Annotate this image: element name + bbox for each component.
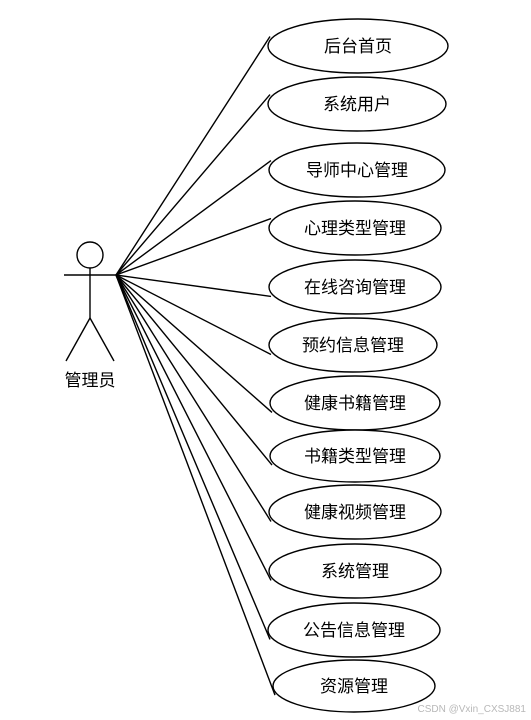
association-line	[115, 274, 271, 640]
association-line	[115, 274, 272, 522]
use-case-label: 健康书籍管理	[304, 394, 406, 414]
use-case-label: 系统管理	[321, 562, 389, 582]
use-case-ellipse	[268, 259, 442, 315]
use-case-ellipse	[268, 484, 442, 540]
actor-admin: 管理员	[64, 241, 116, 391]
association-lines	[115, 36, 276, 696]
use-cases: 后台首页系统用户导师中心管理心理类型管理在线咨询管理预约信息管理健康书籍管理书籍…	[267, 18, 449, 713]
use-case: 后台首页	[267, 18, 449, 74]
use-case: 系统管理	[268, 543, 442, 599]
use-case-ellipse	[268, 317, 438, 373]
actor-left-leg	[65, 317, 91, 362]
use-case: 健康书籍管理	[269, 375, 441, 431]
use-case: 健康视频管理	[268, 484, 442, 540]
use-case-label: 系统用户	[323, 95, 391, 115]
use-case: 预约信息管理	[268, 317, 438, 373]
use-case: 书籍类型管理	[269, 429, 441, 483]
use-case-label: 心理类型管理	[304, 219, 406, 239]
use-case-label: 在线咨询管理	[304, 278, 406, 298]
use-case-ellipse	[267, 18, 449, 74]
use-case-ellipse	[268, 543, 442, 599]
association-line	[115, 274, 276, 696]
actor-head	[76, 241, 104, 269]
use-case: 导师中心管理	[268, 142, 446, 198]
use-case-label: 导师中心管理	[306, 161, 408, 181]
association-line	[115, 274, 272, 581]
association-line	[115, 36, 271, 276]
use-case-label: 资源管理	[320, 677, 388, 697]
use-case-ellipse	[268, 142, 446, 198]
use-case: 公告信息管理	[267, 602, 441, 658]
use-case-ellipse	[268, 200, 442, 256]
use-case-label: 书籍类型管理	[304, 447, 406, 467]
use-case-ellipse	[272, 659, 436, 713]
use-case: 系统用户	[267, 76, 447, 132]
use-case: 在线咨询管理	[268, 259, 442, 315]
association-line	[115, 274, 272, 356]
association-line	[115, 94, 271, 276]
use-case-label: 后台首页	[324, 37, 392, 57]
use-case-label: 健康视频管理	[304, 503, 406, 523]
use-case-ellipse	[267, 602, 441, 658]
actor-name: 管理员	[65, 371, 116, 391]
association-line	[115, 159, 272, 276]
use-case-label: 公告信息管理	[303, 621, 405, 641]
association-line	[115, 274, 273, 413]
use-case-ellipse	[267, 76, 447, 132]
association-line	[115, 274, 272, 298]
use-case: 资源管理	[272, 659, 436, 713]
association-line	[115, 217, 272, 276]
actor-right-leg	[89, 317, 115, 362]
use-case-ellipse	[269, 429, 441, 483]
watermark: CSDN @Vxin_CXSJ881	[417, 704, 526, 715]
association-line	[115, 274, 273, 466]
use-case: 心理类型管理	[268, 200, 442, 256]
use-case-label: 预约信息管理	[302, 336, 404, 356]
